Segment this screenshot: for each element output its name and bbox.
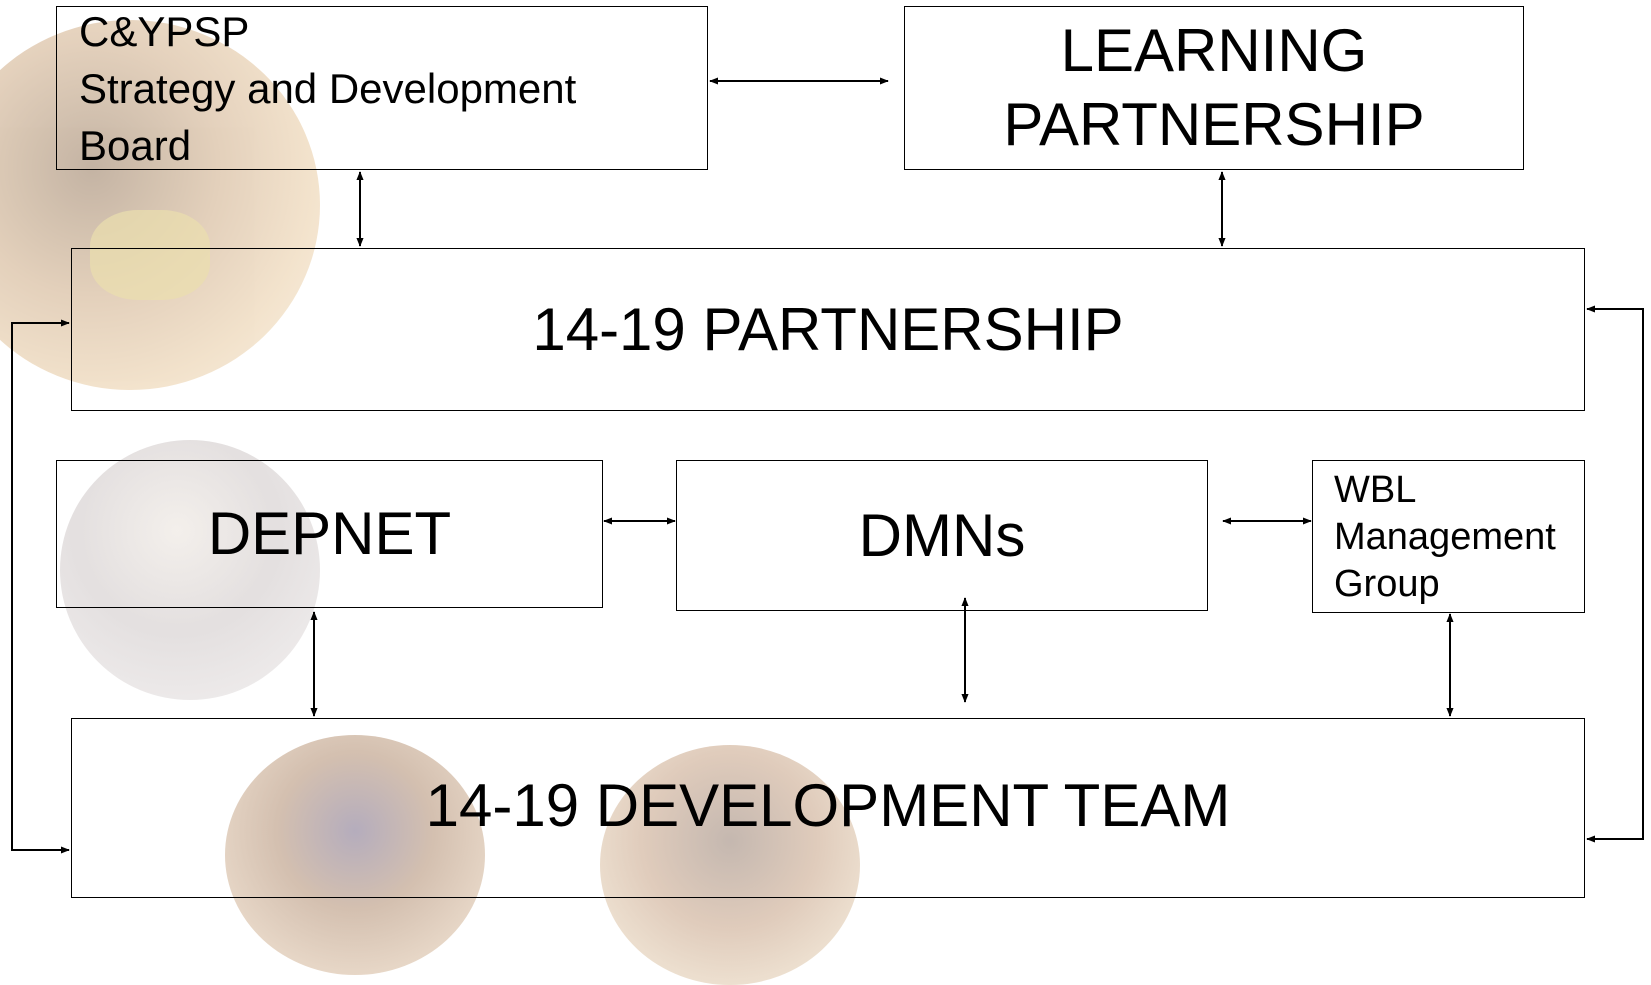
node-cypsp-line-3: Board	[79, 122, 192, 169]
node-wbl-line-2: Management	[1334, 516, 1556, 558]
node-depnet-label: DEPNET	[207, 500, 452, 567]
node-dmns-label: DMNs	[858, 501, 1026, 569]
node-wbl-label: WBL Management Group	[1334, 467, 1556, 608]
node-wbl-line-3: Group	[1334, 563, 1440, 605]
node-devteam-label: 14-19 DEVELOPMENT TEAM	[425, 772, 1231, 839]
node-partnership-label: 14-19 PARTNERSHIP	[532, 295, 1124, 363]
node-cypsp-label: C&YPSP Strategy and Development Board	[79, 3, 576, 174]
node-cypsp-line-2: Strategy and Development	[79, 65, 577, 112]
edge-partnership-devteam-right	[1586, 305, 1644, 843]
node-cypsp-board: C&YPSP Strategy and Development Board	[56, 6, 708, 170]
node-wbl-line-1: WBL	[1334, 469, 1417, 511]
node-depnet: DEPNET	[56, 460, 603, 608]
background-photo-person	[60, 440, 320, 700]
node-14-19-development-team: 14-19 DEVELOPMENT TEAM	[71, 718, 1585, 898]
node-dmns: DMNs	[676, 460, 1208, 611]
node-learning-partnership: LEARNING PARTNERSHIP	[904, 6, 1524, 170]
edge-partnership-devteam-left	[11, 319, 70, 854]
node-learning-label: LEARNING PARTNERSHIP	[1003, 14, 1424, 162]
node-cypsp-line-1: C&YPSP	[79, 8, 250, 55]
node-learning-line-2: PARTNERSHIP	[1003, 91, 1425, 158]
node-14-19-partnership: 14-19 PARTNERSHIP	[71, 248, 1585, 411]
node-wbl-management-group: WBL Management Group	[1312, 460, 1585, 613]
connector-layer	[11, 77, 1644, 854]
background-photo-motorcycle	[0, 20, 320, 390]
node-learning-line-1: LEARNING	[1060, 17, 1368, 84]
